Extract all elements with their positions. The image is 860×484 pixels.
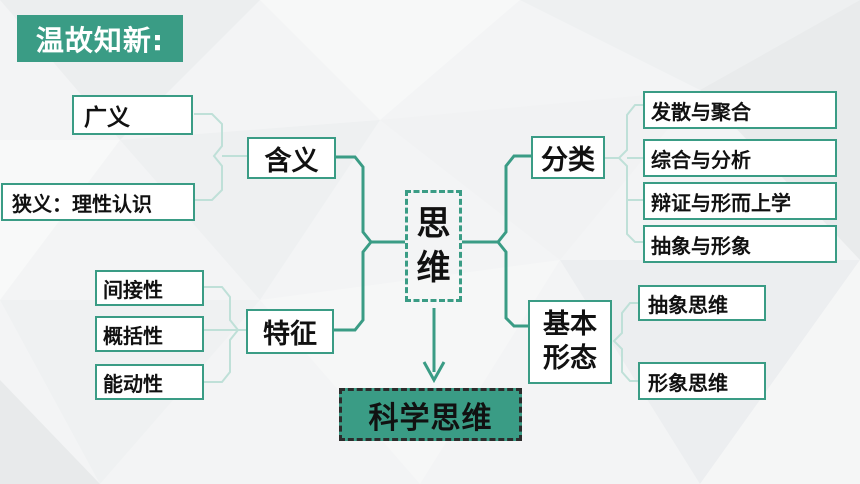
node-indirectness-label: 间接性: [103, 277, 163, 302]
node-divergent-convergent-label: 发散与聚合: [651, 99, 751, 124]
node-initiative-label: 能动性: [103, 371, 163, 396]
node-traits-label: 特征: [263, 319, 317, 350]
center-char-2: 维: [416, 248, 451, 288]
node-broad-sense: 广义: [72, 95, 193, 135]
center-node-thinking: 思 维: [405, 190, 462, 302]
section-title: 温故知新:: [17, 15, 183, 62]
node-basic-forms: 基本 形态: [528, 300, 612, 384]
node-abstract-thinking: 抽象思维: [638, 285, 766, 321]
categories-bracket: [617, 104, 643, 243]
node-divergent-convergent: 发散与聚合: [643, 91, 837, 129]
node-broad-sense-label: 广义: [84, 105, 130, 131]
node-initiative: 能动性: [95, 364, 204, 400]
center-char-1: 思: [416, 204, 451, 244]
node-categories-label: 分类: [541, 145, 595, 176]
node-categories: 分类: [531, 136, 605, 179]
node-basic-forms-line2: 形态: [543, 343, 597, 374]
node-abstract-thinking-label: 抽象思维: [648, 292, 728, 317]
node-synthesis-analysis-label: 综合与分析: [651, 147, 751, 172]
node-traits: 特征: [246, 309, 334, 354]
meaning-bracket: [194, 113, 223, 201]
result-scientific-thinking: 科学思维: [339, 388, 522, 441]
node-meaning-label: 含义: [264, 145, 319, 177]
node-indirectness: 间接性: [95, 270, 204, 306]
node-generality: 概括性: [95, 316, 204, 352]
node-basic-forms-line1: 基本: [543, 309, 597, 340]
node-meaning: 含义: [247, 137, 336, 179]
node-abstract-image: 抽象与形象: [643, 225, 837, 263]
center-left-brace: [334, 155, 405, 332]
center-right-brace: [462, 154, 531, 328]
traits-bracket: [204, 286, 240, 383]
node-dialectic-metaphysics: 辩证与形而上学: [643, 182, 837, 220]
node-image-thinking-label: 形象思维: [648, 370, 728, 395]
node-narrow-sense: 狭义：理性认识: [1, 183, 195, 221]
node-narrow-sense-label: 狭义：理性认识: [12, 191, 152, 216]
result-arrow-head: [422, 361, 446, 384]
node-abstract-image-label: 抽象与形象: [651, 233, 751, 258]
node-dialectic-metaphysics-label: 辩证与形而上学: [651, 190, 791, 215]
node-generality-label: 概括性: [103, 323, 163, 348]
forms-bracket: [612, 302, 638, 382]
node-image-thinking: 形象思维: [638, 362, 766, 400]
node-synthesis-analysis: 综合与分析: [643, 139, 837, 177]
